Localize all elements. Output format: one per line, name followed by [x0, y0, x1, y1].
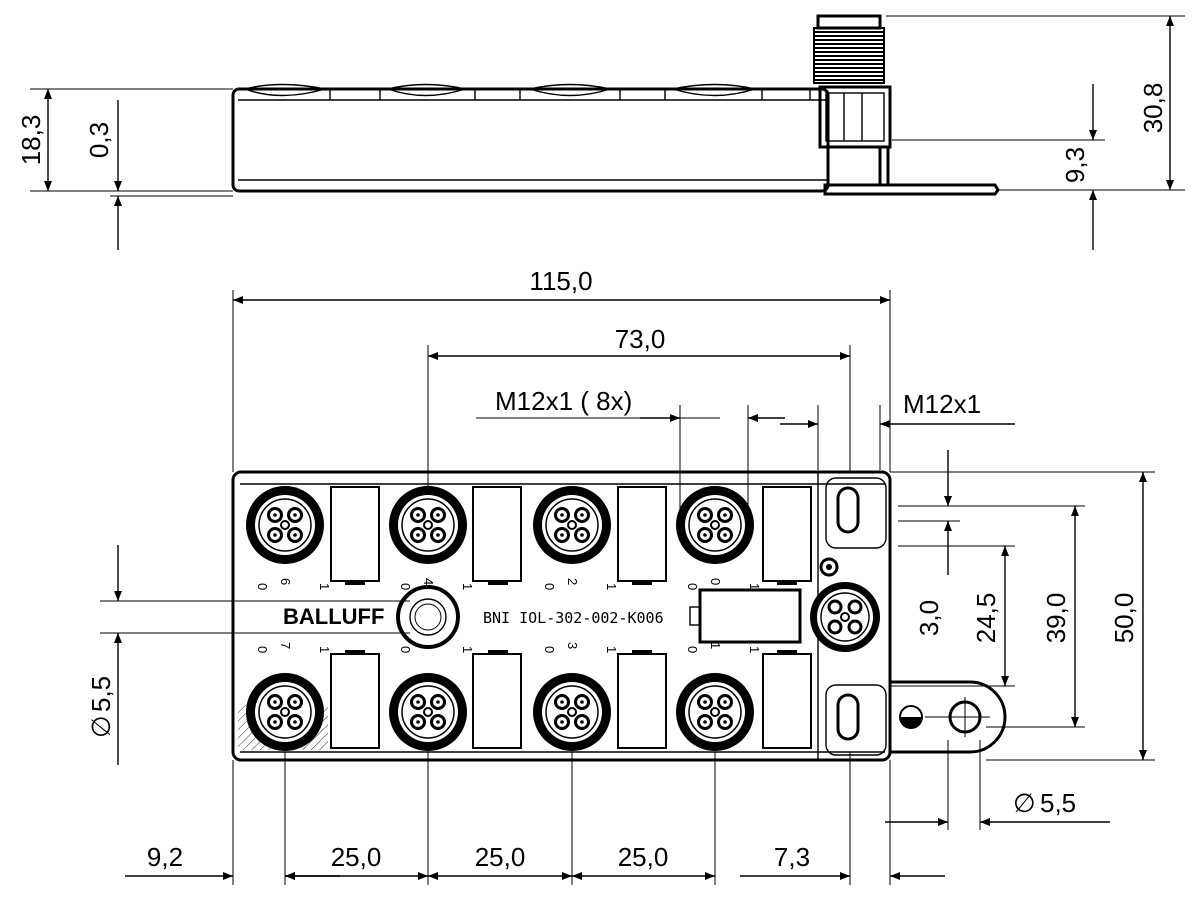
port-num-0: 0 — [708, 578, 723, 585]
ground-tab — [890, 680, 1007, 754]
phi-symbol-right: ∅ — [1013, 788, 1036, 818]
svg-text:0: 0 — [255, 583, 270, 590]
dim-73: 73,0 — [615, 324, 666, 354]
svg-text:1: 1 — [317, 583, 332, 590]
svg-text:1: 1 — [460, 583, 475, 590]
svg-text:0: 0 — [685, 583, 700, 590]
dim-0-3: 0,3 — [84, 122, 114, 158]
phi-symbol-left: ∅ — [86, 715, 116, 738]
svg-text:1: 1 — [747, 646, 762, 653]
port-num-2: 2 — [565, 578, 580, 585]
svg-text:0: 0 — [398, 646, 413, 653]
port-num-4: 4 — [421, 578, 436, 585]
port-row-top — [244, 484, 812, 585]
model-label: BNI IOL-302-002-K006 — [483, 609, 664, 627]
mounting-hole-center — [396, 585, 460, 649]
side-housing — [231, 87, 830, 193]
dim-m12-8x: M12x1 ( 8x) — [495, 386, 632, 416]
dim-25-b: 25,0 — [475, 842, 526, 872]
svg-text:1: 1 — [747, 583, 762, 590]
port-row-bottom — [244, 650, 812, 753]
dim-39-0: 39,0 — [1041, 593, 1071, 644]
dim-115: 115,0 — [529, 266, 592, 296]
port-num-7: 7 — [278, 642, 293, 649]
thread — [813, 27, 885, 84]
dim-9-3: 9,3 — [1060, 147, 1090, 183]
dim-7-3: 7,3 — [774, 842, 810, 872]
dim-18-3: 18,3 — [16, 115, 46, 166]
svg-text:1: 1 — [604, 583, 619, 590]
brand-logo: BALLUFF — [283, 604, 384, 629]
side-connector-bumps — [244, 83, 811, 100]
dim-25-a: 25,0 — [331, 842, 382, 872]
svg-text:0: 0 — [542, 583, 557, 590]
svg-text:1: 1 — [460, 646, 475, 653]
dim-50-0: 50,0 — [1109, 593, 1139, 644]
svg-text:1: 1 — [604, 646, 619, 653]
dim-30-8: 30,8 — [1138, 83, 1168, 134]
port-num-6: 6 — [278, 578, 293, 585]
svg-text:0: 0 — [398, 583, 413, 590]
svg-text:0: 0 — [255, 646, 270, 653]
dim-24-5: 24,5 — [971, 593, 1001, 644]
module-body — [231, 470, 892, 762]
svg-text:1: 1 — [317, 646, 332, 653]
svg-text:0: 0 — [685, 646, 700, 653]
top-view: 0 6 1 0 4 1 0 2 1 0 0 1 0 7 1 0 5 1 0 3 … — [86, 266, 1155, 885]
dim-3-0: 3,0 — [914, 600, 944, 636]
dim-hole-left: 5,5 — [86, 676, 116, 712]
svg-text:0: 0 — [542, 646, 557, 653]
side-view: 18,3 0,3 9,3 30,8 — [16, 14, 1185, 250]
dim-9-2: 9,2 — [147, 842, 183, 872]
dim-m12-right: M12x1 — [903, 389, 981, 419]
port-labels: 0 6 1 0 4 1 0 2 1 0 0 1 0 7 1 0 5 1 0 3 … — [255, 578, 762, 653]
port-num-1: 1 — [708, 642, 723, 649]
dim-25-c: 25,0 — [618, 842, 669, 872]
port-num-3: 3 — [565, 642, 580, 649]
dim-hole-right: 5,5 — [1040, 788, 1076, 818]
